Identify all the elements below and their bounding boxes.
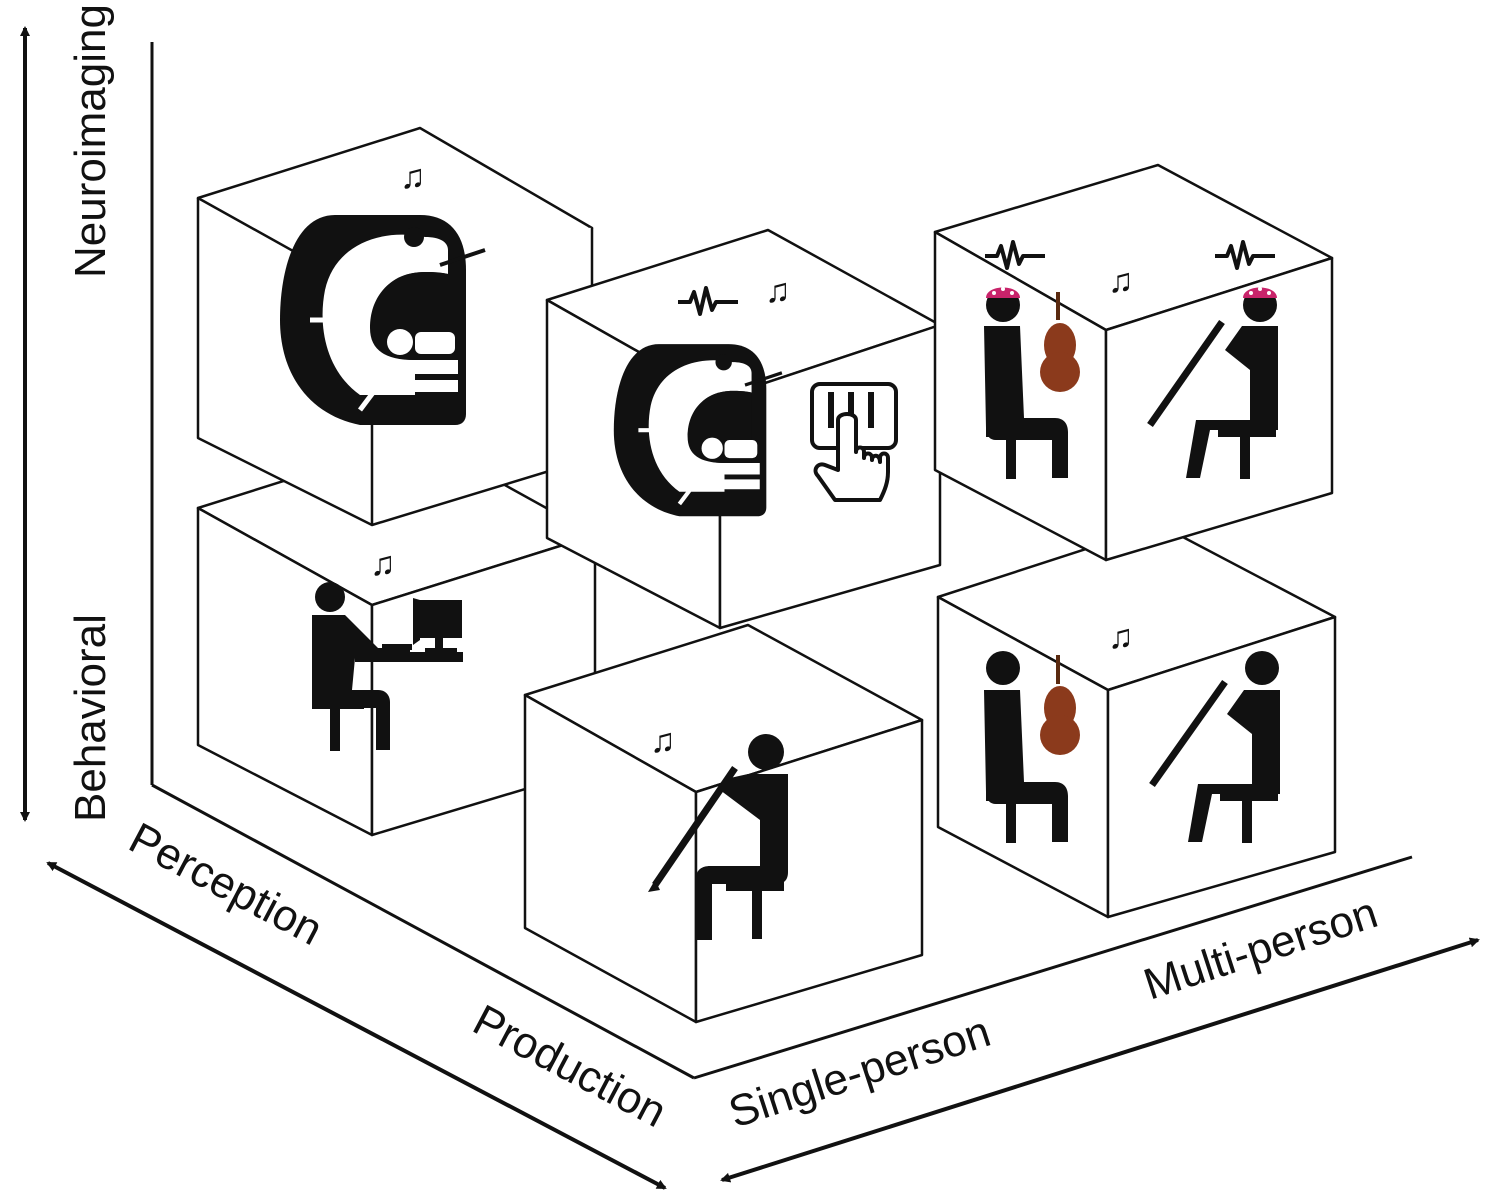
frame-lines bbox=[150, 42, 1413, 1080]
seated-clarinet-player-eeg-cap-icon bbox=[1147, 287, 1278, 479]
vertical-axis: Neuroimaging Behavioral bbox=[20, 4, 115, 822]
floor-right-edge bbox=[693, 855, 1413, 1080]
cube-production-single-behavioral bbox=[523, 623, 924, 1024]
music-note-icon: ♫ bbox=[1108, 618, 1134, 656]
right-diagonal-axis-arrow bbox=[720, 937, 1480, 1183]
mri-scanner-icon bbox=[280, 215, 485, 425]
axis-label-production: Production bbox=[465, 996, 674, 1137]
seated-cellist-icon bbox=[984, 651, 1080, 843]
axis-label-neuroimaging: Neuroimaging bbox=[66, 4, 115, 278]
axis-label-behavioral: Behavioral bbox=[66, 614, 115, 822]
floor-left-edge bbox=[151, 783, 695, 1080]
music-note-icon: ♫ bbox=[370, 545, 396, 583]
seated-clarinet-player-icon bbox=[1149, 651, 1280, 843]
music-note-icon: ♫ bbox=[400, 158, 426, 196]
music-note-icon: ♫ bbox=[765, 272, 791, 310]
piano-keyboard-hand-icon bbox=[810, 382, 898, 502]
mri-scanner-icon bbox=[614, 344, 782, 516]
music-note-icon: ♫ bbox=[1108, 262, 1134, 300]
left-diagonal-axis-arrow bbox=[46, 861, 667, 1190]
axis-label-multi-person: Multi-person bbox=[1138, 888, 1383, 1009]
seated-cellist-eeg-cap-icon bbox=[984, 287, 1080, 479]
seated-clarinet-player-icon bbox=[648, 734, 788, 940]
music-note-icon: ♫ bbox=[650, 722, 676, 760]
axis-label-perception: Perception bbox=[121, 814, 330, 955]
person-at-computer-icon bbox=[312, 582, 463, 751]
